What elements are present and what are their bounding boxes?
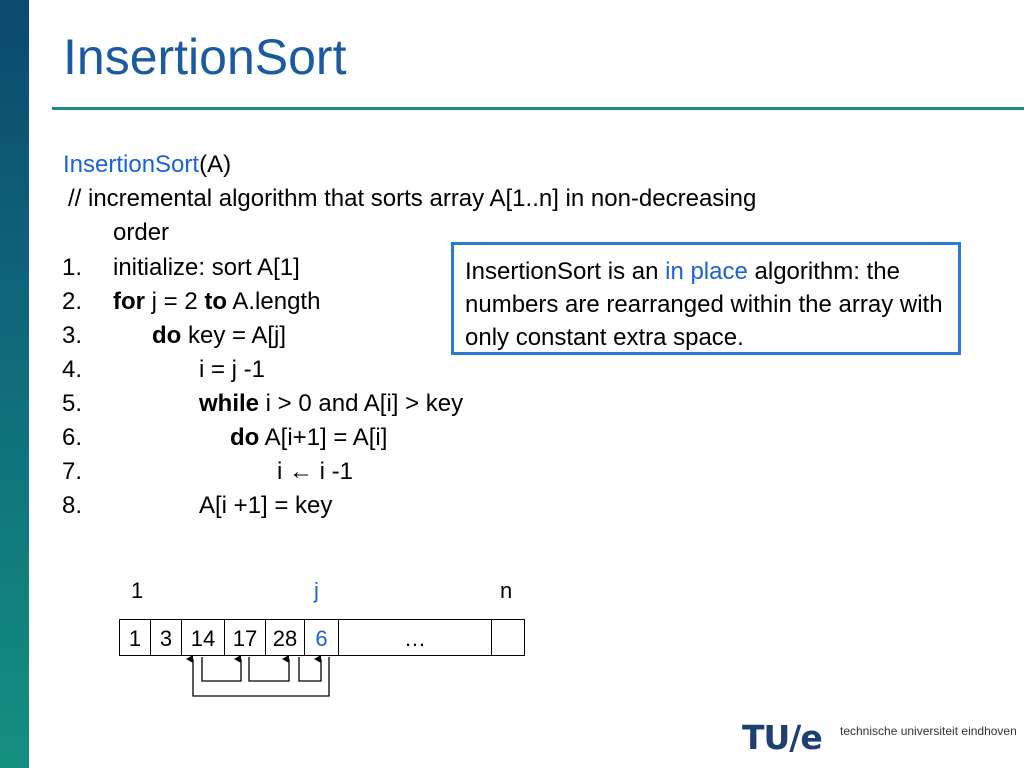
line-number: 2. — [62, 288, 83, 315]
code-comment-line-1: // incremental algorithm that sorts arra… — [68, 185, 757, 212]
line-number: 3. — [62, 322, 83, 349]
shift-arrow-28 — [298, 655, 322, 682]
line-number: 8. — [62, 492, 83, 519]
code-text: A.length — [227, 288, 321, 315]
code-text: i > 0 and A[i] > key — [259, 390, 464, 417]
title-divider — [52, 107, 1024, 110]
keyword-while: while — [199, 390, 260, 417]
note-highlight: in place — [665, 258, 748, 285]
university-name: technische universiteit eindhoven — [840, 724, 1017, 738]
array-index-n: n — [500, 578, 513, 603]
line-number: 4. — [62, 356, 83, 383]
line-number: 7. — [62, 458, 83, 485]
code-line-5: while i > 0 and A[i] > key — [199, 387, 463, 421]
shift-arrow-14 — [201, 655, 242, 682]
keyword-to: to — [204, 288, 228, 315]
code-line-1: initialize: sort A[1] — [113, 254, 300, 281]
code-line-7: i ← i -1 — [277, 458, 354, 485]
function-args: (A) — [199, 151, 232, 178]
note-text: InsertionSort is an — [465, 258, 666, 285]
array-index-start: 1 — [131, 578, 144, 603]
shift-arrow-17 — [248, 655, 290, 682]
code-header: InsertionSort(A) — [63, 148, 231, 182]
code-text: key = A[j] — [181, 322, 287, 349]
in-place-note-box: InsertionSort is an in place algorithm: … — [451, 242, 961, 355]
code-text: j = 2 — [145, 288, 205, 315]
code-line-4: i = j -1 — [199, 356, 266, 383]
code-line-6: do A[i+1] = A[i] — [230, 421, 387, 455]
array-cell: 14 — [181, 619, 225, 656]
note-text: algorithm: the numbers are rearranged wi… — [465, 258, 943, 351]
code-line-8: A[i +1] = key — [199, 492, 333, 519]
keyword-for: for — [113, 288, 145, 315]
line-number: 1. — [62, 254, 83, 281]
keyword-do: do — [230, 424, 260, 451]
side-decoration-bar — [0, 0, 29, 768]
code-line-2: for j = 2 to A.length — [113, 285, 320, 319]
array-cell-last — [491, 619, 525, 656]
slide-title: InsertionSort — [63, 29, 347, 85]
function-name: InsertionSort — [63, 151, 200, 178]
key-insert-arrow — [186, 655, 330, 697]
line-number: 5. — [62, 390, 83, 417]
code-comment-line-2: order — [113, 219, 170, 246]
code-text: A[i+1] = A[i] — [259, 424, 388, 451]
array-index-j: j — [314, 578, 319, 603]
tue-logo: TU/e — [742, 718, 823, 757]
line-number: 6. — [62, 424, 83, 451]
keyword-do: do — [152, 322, 182, 349]
code-line-3: do key = A[j] — [152, 319, 286, 353]
